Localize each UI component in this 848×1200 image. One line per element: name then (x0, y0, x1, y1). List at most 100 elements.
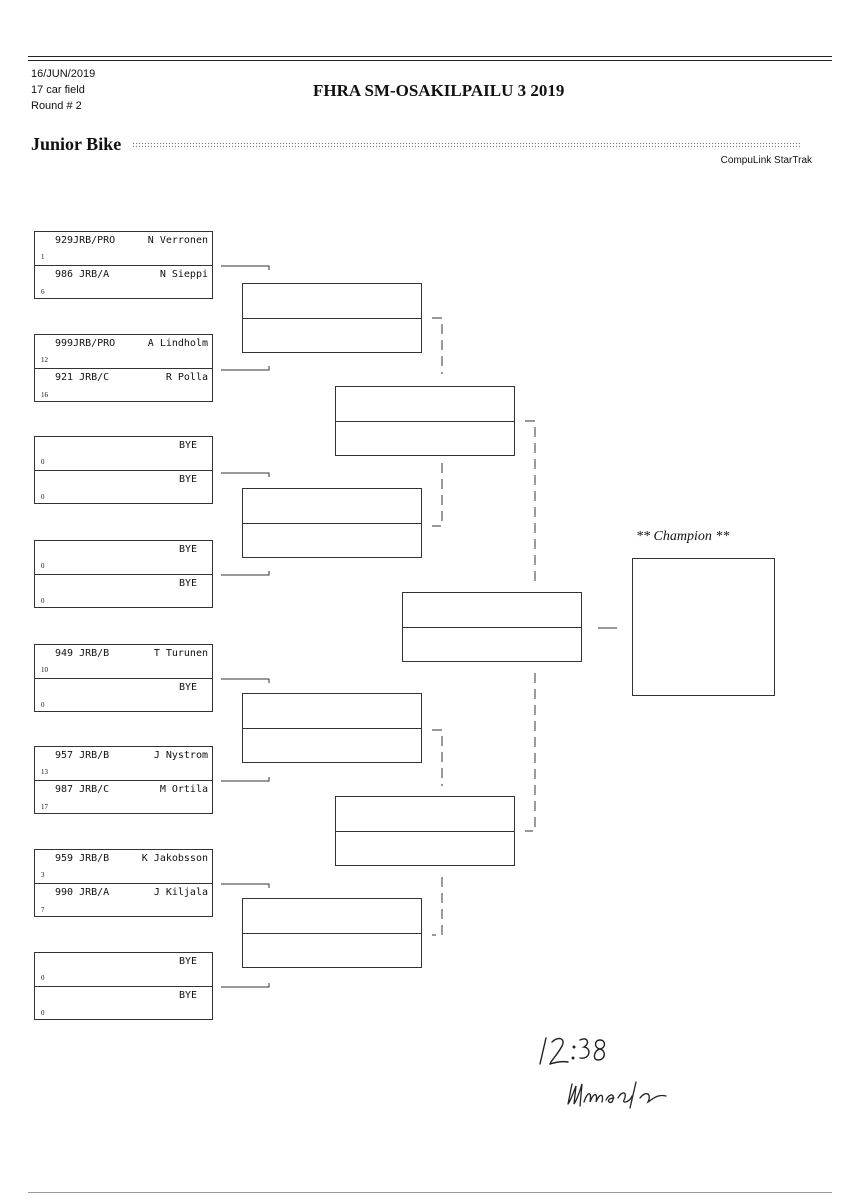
lane-divider (243, 318, 421, 319)
pairing-box: 959 JRB/B K Jakobsson 3 990 JRB/A J Kilj… (34, 849, 213, 917)
lane-divider (243, 523, 421, 524)
champion-box (632, 558, 775, 696)
lane-divider (336, 421, 514, 422)
final-box (402, 592, 582, 662)
dotted-leader (132, 142, 800, 149)
top-racer-name: J Nystrom (153, 750, 208, 761)
bottom-seed: 17 (41, 803, 48, 811)
top-racer-name: T Turunen (153, 648, 208, 659)
pairing-box: 949 JRB/B T Turunen 10 BYE 0 (34, 644, 213, 712)
event-title: FHRA SM-OSAKILPAILU 3 2019 (313, 81, 565, 100)
dashed-connector (432, 729, 443, 786)
top-car-number: 999JRB/PRO (55, 338, 116, 349)
bottom-car-number: 921 JRB/C (55, 372, 110, 383)
top-racer-name: N Verronen (147, 235, 208, 246)
bottom-racer-name: R Polla (165, 372, 208, 383)
lane-divider (403, 627, 581, 628)
lane-divider (35, 368, 212, 369)
bottom-racer-name: N Sieppi (159, 269, 208, 280)
bottom-seed: 6 (41, 288, 45, 296)
connector (221, 472, 270, 477)
top-seed: 0 (41, 458, 45, 466)
bottom-racer-name: BYE (178, 474, 197, 485)
class-name: Junior Bike (31, 134, 122, 154)
pairing-box: BYE 0 BYE 0 (34, 540, 213, 608)
field-size: 17 car field (31, 84, 85, 96)
top-car-number: 959 JRB/B (55, 853, 110, 864)
top-seed: 1 (41, 253, 45, 261)
pairing-box: BYE 0 BYE 0 (34, 436, 213, 504)
round2-box (242, 898, 422, 968)
top-seed: 0 (41, 974, 45, 982)
pairing-box: 957 JRB/B J Nystrom 13 987 JRB/C M Ortil… (34, 746, 213, 814)
bottom-racer-name: BYE (178, 990, 197, 1001)
event-date: 16/JUN/2019 (31, 68, 96, 80)
round-number: Round # 2 (31, 100, 82, 112)
pairing-box: 999JRB/PRO A Lindholm 12 921 JRB/C R Pol… (34, 334, 213, 402)
dashed-connector (432, 877, 443, 936)
pairing-box: BYE 0 BYE 0 (34, 952, 213, 1020)
bottom-racer-name: BYE (178, 682, 197, 693)
handwritten-signature (567, 1081, 667, 1109)
semifinal-box (335, 386, 515, 456)
lane-divider (35, 883, 212, 884)
top-racer-name: A Lindholm (147, 338, 208, 349)
connector (221, 366, 270, 371)
connector (221, 678, 270, 683)
lane-divider (35, 470, 212, 471)
meta-block: 16/JUN/2019 17 car field Round # 2 (31, 66, 95, 114)
dashed-connector (525, 673, 536, 832)
bottom-racer-name: BYE (178, 578, 197, 589)
top-rule-2 (28, 60, 832, 61)
dashed-connector (525, 420, 536, 582)
connector (221, 883, 270, 888)
bottom-seed: 0 (41, 1009, 45, 1017)
connector (221, 265, 270, 270)
top-racer-name: BYE (178, 956, 197, 967)
top-rule (28, 56, 832, 57)
bottom-car-number: 987 JRB/C (55, 784, 110, 795)
semifinal-box (335, 796, 515, 866)
top-racer-name: BYE (178, 544, 197, 555)
top-seed: 13 (41, 768, 48, 776)
lane-divider (243, 933, 421, 934)
top-car-number: 957 JRB/B (55, 750, 110, 761)
bottom-rule (28, 1192, 832, 1193)
round2-box (242, 488, 422, 558)
bottom-seed: 7 (41, 906, 45, 914)
top-racer-name: K Jakobsson (141, 853, 208, 864)
lane-divider (243, 728, 421, 729)
software-credit: CompuLink StarTrak (720, 155, 812, 166)
dashed-connector (432, 463, 443, 527)
lane-divider (35, 986, 212, 987)
bottom-seed: 0 (41, 597, 45, 605)
connector (221, 571, 270, 576)
lane-divider (35, 265, 212, 266)
top-seed: 0 (41, 562, 45, 570)
connector (221, 983, 270, 988)
connector (221, 777, 270, 782)
bottom-seed: 0 (41, 701, 45, 709)
bottom-racer-name: J Kiljala (153, 887, 208, 898)
top-car-number: 949 JRB/B (55, 648, 110, 659)
top-seed: 12 (41, 356, 48, 364)
top-seed: 3 (41, 871, 45, 879)
bottom-seed: 16 (41, 391, 48, 399)
pairing-box: 929JRB/PRO N Verronen 1 986 JRB/A N Siep… (34, 231, 213, 299)
bottom-car-number: 990 JRB/A (55, 887, 110, 898)
handwritten-time (539, 1037, 606, 1065)
dashed-connector (432, 317, 443, 374)
top-racer-name: BYE (178, 440, 197, 451)
bottom-seed: 0 (41, 493, 45, 501)
top-seed: 10 (41, 666, 48, 674)
lane-divider (35, 574, 212, 575)
round2-box (242, 283, 422, 353)
top-car-number: 929JRB/PRO (55, 235, 116, 246)
lane-divider (35, 678, 212, 679)
round2-box (242, 693, 422, 763)
lane-divider (336, 831, 514, 832)
lane-divider (35, 780, 212, 781)
bottom-car-number: 986 JRB/A (55, 269, 110, 280)
bottom-racer-name: M Ortila (159, 784, 208, 795)
